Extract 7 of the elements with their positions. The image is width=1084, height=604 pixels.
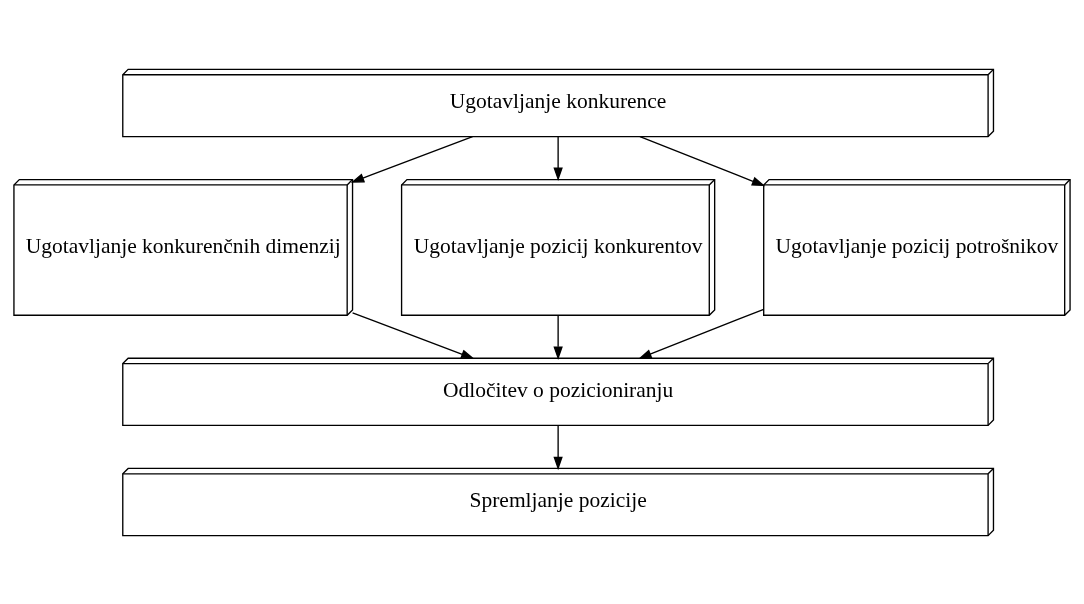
arrow (553, 314, 563, 360)
arrow (639, 135, 766, 186)
arrow (553, 135, 563, 181)
arrow (351, 311, 475, 359)
arrow (553, 424, 563, 470)
arrow (638, 308, 765, 359)
arrow (350, 135, 474, 183)
